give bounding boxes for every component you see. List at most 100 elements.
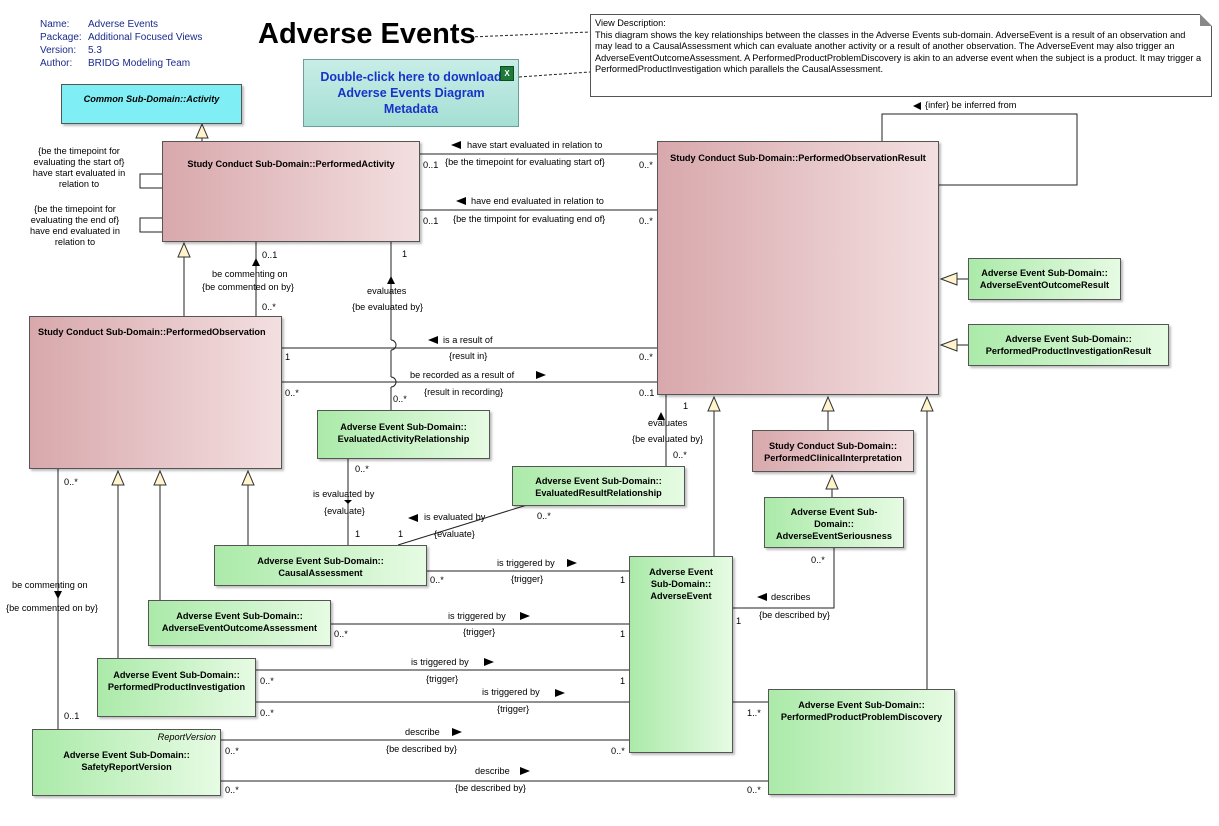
gen-arrow-outcome [153,469,167,486]
dir-arrow-start [451,141,461,149]
class-pp-problem-discovery[interactable]: Adverse Event Sub-Domain:: PerformedProd… [768,689,955,795]
end-mult-activity: 0..1 [423,216,439,226]
describe-ae-mult-report: 0..* [225,746,239,756]
class-ae-outcome-result-name-1: Adverse Event Sub-Domain:: [981,268,1108,278]
end-rel-label: have end evaluated in relation to [471,196,604,206]
download-metadata-button[interactable]: Double-click here to download Adverse Ev… [303,59,519,127]
dir-arrow-describe-2 [520,767,530,775]
dir-arrow-infer [913,102,921,110]
class-clinical-interp-name-2: PerformedClinicalInterpretation [764,453,902,463]
diagram-metadata: Name:Adverse Events Package:Additional F… [40,18,202,70]
commenting-on-label: be commenting on [212,269,288,279]
class-evaluated-activity-rel-name-1: Adverse Event Sub-Domain:: [340,422,467,432]
class-adverse-event-name-3: AdverseEvent [650,591,712,601]
class-ae-seriousness[interactable]: Adverse Event Sub- Domain:: AdverseEvent… [764,497,904,548]
start-rel-label: have start evaluated in relation to [467,140,603,150]
left-start-line-3: have start evaluated in [32,168,126,178]
start-role-label: {be the timepoint for evaluating start o… [445,157,605,167]
class-safety-report-version[interactable]: ReportVersion Adverse Event Sub-Domain::… [32,729,221,796]
meta-author: BRIDG Modeling Team [88,58,191,69]
class-adverse-event[interactable]: Adverse Event Sub-Domain:: AdverseEvent [629,556,733,753]
evaluates-activity-mult-top: 1 [402,249,408,259]
dir-arrow-evaluated-by-2 [408,514,418,522]
eval-by-mult-bottom: 1 [355,529,361,539]
commented-on-by-label: {be commented on by} [202,282,294,292]
dir-arrow-report-commenting [54,591,62,599]
class-ae-seriousness-name-2: Domain:: [814,519,854,529]
describes-ae-mult: 1 [736,616,742,626]
discovery-trigger-mult: 0..* [260,708,274,718]
outcome-trigger-mult: 0..* [334,629,348,639]
class-causal-assessment[interactable]: Adverse Event Sub-Domain:: CausalAssessm… [214,545,427,586]
meta-version-key: Version: [40,45,77,56]
class-evaluated-result-relationship[interactable]: Adverse Event Sub-Domain:: EvaluatedResu… [512,466,685,506]
class-causal-assessment-name-2: CausalAssessment [278,568,363,578]
describes-line [733,547,835,609]
left-start-line-1: {be the timepoint for [38,146,120,156]
view-description-note[interactable]: View Description: This diagram shows the… [590,14,1212,97]
eval-result-causal-mult: 1 [398,529,404,539]
report-commented-by-label: {be commented on by} [6,603,98,613]
class-evaluated-activity-relationship[interactable]: Adverse Event Sub-Domain:: EvaluatedActi… [317,410,490,459]
result-of-mult-obs: 1 [285,352,291,362]
result-of-label: is a result of [443,335,493,345]
meta-package-key: Package: [40,32,82,43]
is-evaluated-by-label-2: is evaluated by [424,512,486,522]
left-start-line-4: relation to [58,179,100,189]
causal-ae-mult: 1 [620,575,626,585]
report-commenting-mult-top: 0..* [64,477,78,487]
class-activity[interactable]: Common Sub-Domain::Activity [61,84,242,124]
evaluates-result-mult-bottom: 0..* [673,450,687,460]
class-ae-outcome-assessment-name-1: Adverse Event Sub-Domain:: [176,611,303,621]
class-performed-observation-name: Study Conduct Sub-Domain::PerformedObser… [38,327,266,337]
diagram-title: Adverse Events [258,18,476,50]
meta-package: Additional Focused Views [88,32,203,43]
evaluates-result-mult-top: 1 [683,401,689,411]
left-start-line-2: evaluating the start of} [33,157,125,167]
report-commenting-mult-bottom: 0..1 [64,711,80,721]
download-line-3: Metadata [383,102,439,116]
is-evaluated-by-label-1: is evaluated by [313,489,375,499]
safety-report-stereotype: ReportVersion [157,732,216,742]
gen-arrow-ae [707,395,721,412]
start-mult-activity: 0..1 [423,160,439,170]
meta-version: 5.3 [88,45,102,56]
gen-arrow-outcome-result [939,272,958,286]
class-ae-outcome-result[interactable]: Adverse Event Sub-Domain:: AdverseEventO… [968,258,1121,300]
left-end-line-3: have end evaluated in [30,226,120,236]
dir-arrow-evaluates [387,276,395,284]
class-ae-outcome-assessment-name-2: AdverseEventOutcomeAssessment [161,623,318,633]
gen-arrow-observation [177,241,191,258]
gen-arrow-interp [821,395,835,412]
commenting-mult-bottom: 0..* [262,302,276,312]
evaluate-label-1: {evaluate} [324,506,365,516]
class-ae-seriousness-name-3: AdverseEventSeriousness [776,531,892,541]
class-performed-activity-name: Study Conduct Sub-Domain::PerformedActiv… [187,159,395,169]
report-commenting-label: be commenting on [12,580,88,590]
class-performed-observation[interactable]: Study Conduct Sub-Domain::PerformedObser… [29,316,282,469]
class-pp-investigation-result[interactable]: Adverse Event Sub-Domain:: PerformedProd… [968,324,1169,366]
note-fold-icon [1200,14,1212,26]
outcome-triggered-label: is triggered by [448,611,506,621]
class-performed-activity[interactable]: Study Conduct Sub-Domain::PerformedActiv… [162,141,420,242]
class-ae-outcome-assessment[interactable]: Adverse Event Sub-Domain:: AdverseEventO… [148,600,331,646]
class-performed-clinical-interpretation[interactable]: Study Conduct Sub-Domain:: PerformedClin… [752,430,914,472]
dir-arrow-commenting [252,258,260,266]
meta-name: Adverse Events [88,19,159,30]
left-start-label: {be the timepoint for evaluating the sta… [18,146,140,190]
result-of-mult-result: 0..* [639,352,653,362]
class-clinical-interp-name-1: Study Conduct Sub-Domain:: [768,441,898,451]
class-pp-investigation-name-1: Adverse Event Sub-Domain:: [113,670,240,680]
class-adverse-event-name-2: Sub-Domain:: [650,579,712,589]
class-performed-observation-result[interactable]: Study Conduct Sub-Domain::PerformedObser… [657,141,939,395]
class-adverse-event-name-1: Adverse Event [649,567,713,577]
evaluates-activity-mult-bottom: 0..* [393,394,407,404]
result-in-recording-label: {result in recording} [424,387,504,397]
left-end-line-2: evaluating the end of} [30,215,120,225]
class-activity-name: Common Sub-Domain::Activity [83,94,220,104]
investigation-trigger-mult: 0..* [260,676,274,686]
class-pp-problem-discovery-name-2: PerformedProductProblemDiscovery [780,712,943,722]
class-evaluated-result-rel-name-1: Adverse Event Sub-Domain:: [535,476,662,486]
class-pp-investigation[interactable]: Adverse Event Sub-Domain:: PerformedProd… [97,658,256,717]
describes-label: describes [771,592,811,602]
